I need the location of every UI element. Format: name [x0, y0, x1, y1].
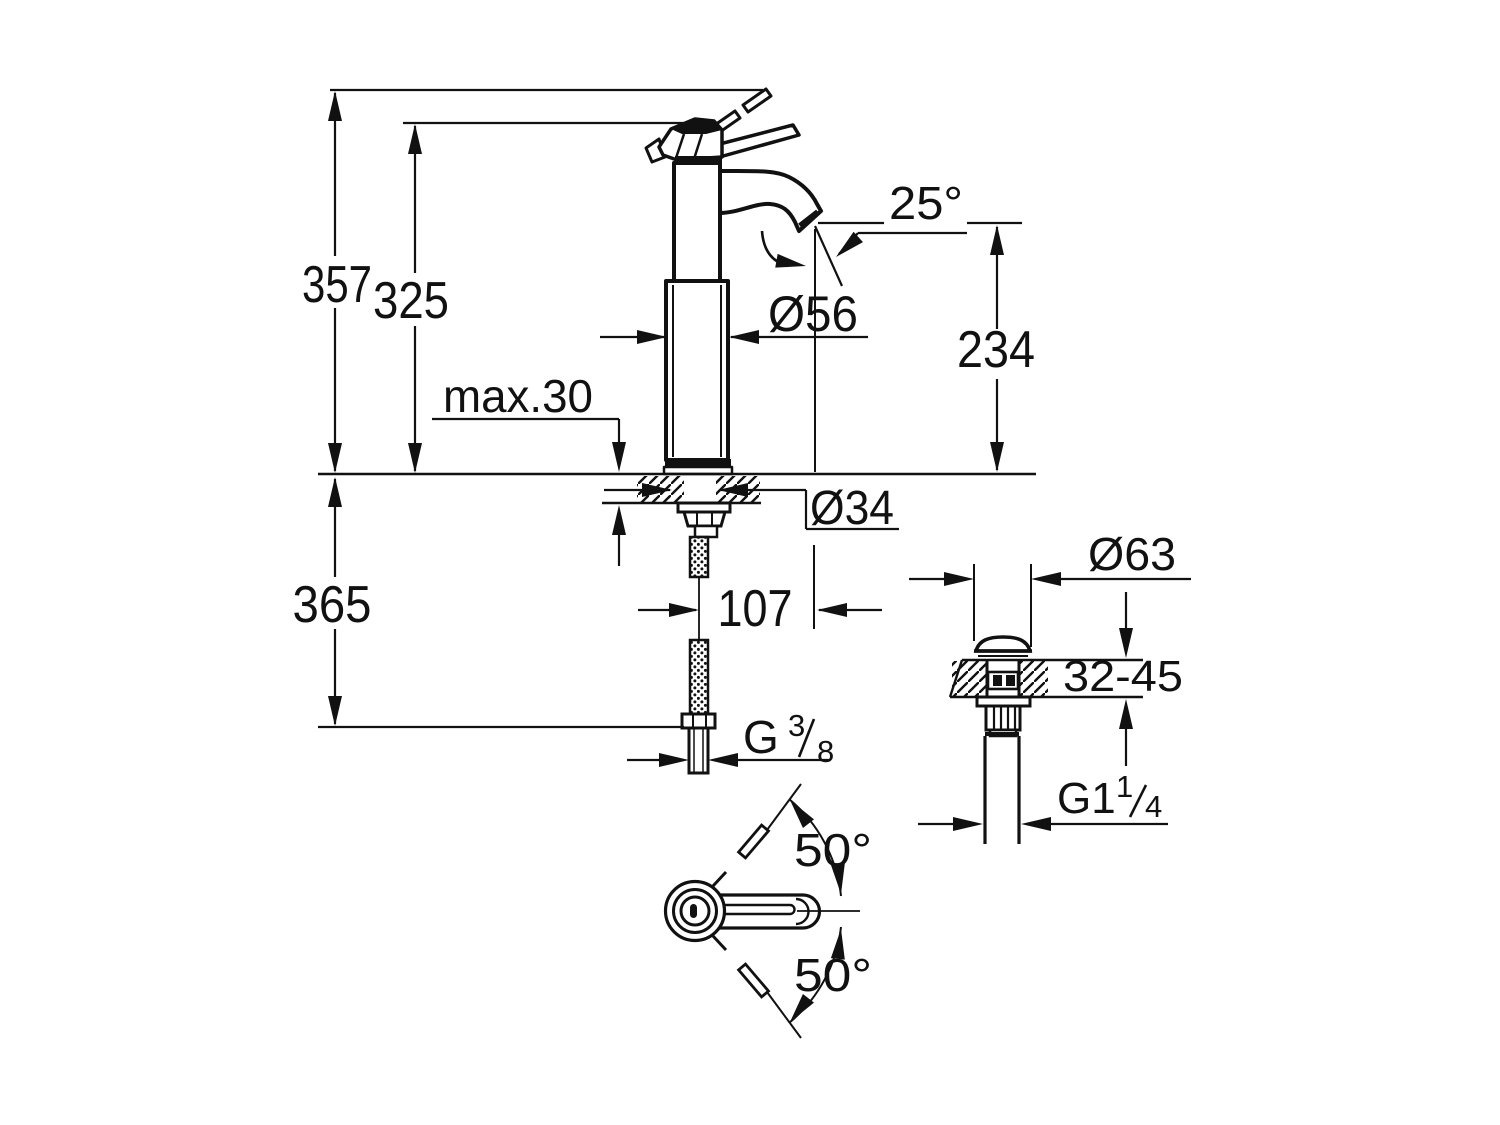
dim-height-to-lever-label: 325 — [373, 272, 449, 330]
supply-thread-numerator: 3 — [788, 708, 805, 743]
dim-below-deck-label: 365 — [293, 576, 372, 634]
dim-hole-diameter-label: Ø34 — [810, 482, 894, 535]
dim-max-deck-label: max.30 — [443, 370, 593, 422]
lever-swing-upper-dashed — [711, 783, 802, 888]
supply-thread-g: G — [743, 711, 779, 763]
hose-end-tube — [687, 726, 710, 775]
body-top-joint — [675, 156, 722, 163]
flex-hose-lower — [688, 638, 710, 716]
waste-fitting-view — [909, 564, 1191, 844]
dimension-labels: 357 325 365 max.30 Ø56 25° 234 Ø34 107 G… — [293, 177, 1184, 1001]
dim-spout-reach-label: 107 — [718, 580, 793, 638]
mounting-nut — [682, 510, 727, 528]
dim-body-diameter-label: Ø56 — [768, 286, 858, 342]
waste-thread-g: G1 — [1057, 774, 1116, 823]
waste-thread-numerator: 1 — [1116, 769, 1133, 804]
arrowheads — [328, 91, 1133, 1027]
lever-swing-lower-dashed — [711, 934, 802, 1039]
dim-overall-height-label: 357 — [302, 256, 372, 314]
dim-waste-thread-label: G1 1 4 — [1057, 769, 1162, 824]
waste-cap — [973, 635, 1033, 653]
dim-swing-lower-label: 50° — [794, 949, 872, 1001]
dim-swing-upper-label: 50° — [794, 824, 872, 876]
dim-waste-flange-label: Ø63 — [1088, 528, 1176, 580]
dim-supply-thread-label: G 3 8 — [743, 708, 834, 769]
mounting-collar — [693, 524, 719, 539]
dim-basin-range-label: 32-45 — [1063, 652, 1183, 701]
deck-and-mounting — [318, 472, 1036, 775]
waste-thread-denominator: 4 — [1145, 789, 1162, 824]
body-lower — [664, 279, 730, 462]
hose-nut — [680, 712, 717, 730]
spout-aerator — [798, 209, 820, 229]
front-view-faucet — [644, 87, 823, 476]
flex-hose-upper — [688, 535, 710, 579]
lever-top — [718, 893, 822, 930]
dim-outlet-height-label: 234 — [957, 321, 1035, 379]
body-upper — [672, 161, 722, 283]
dim-spout-angle-label: 25° — [889, 177, 963, 229]
lever-pivot — [644, 117, 724, 164]
base-gasket — [665, 459, 731, 468]
supply-thread-denominator: 8 — [817, 734, 834, 769]
